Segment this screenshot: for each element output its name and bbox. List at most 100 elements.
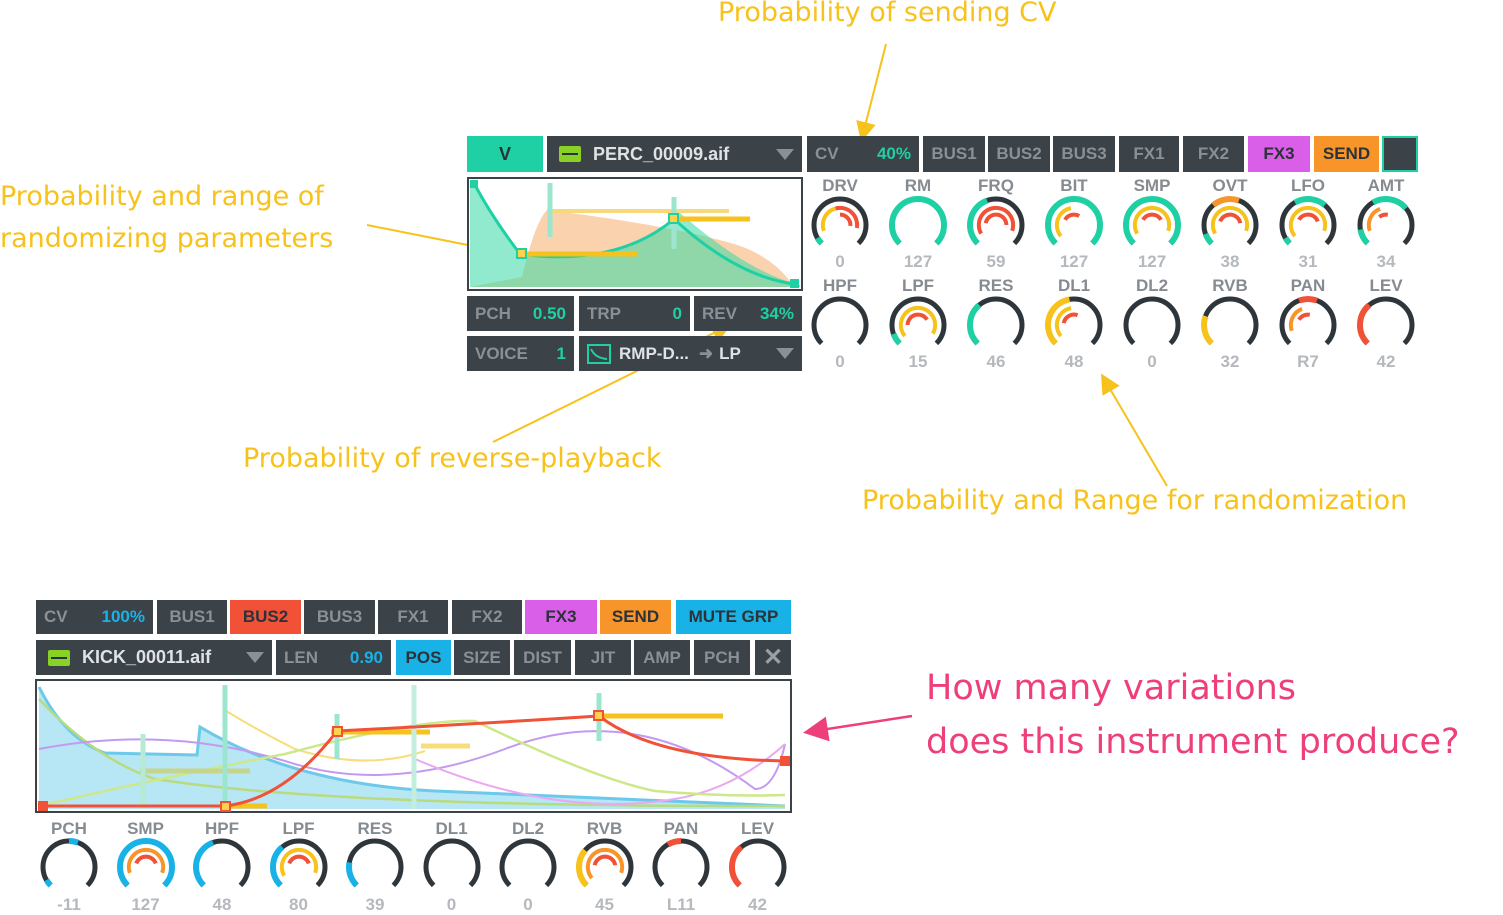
annotation-randomization: Probability and Range for randomization [862, 485, 1408, 516]
knob-hpf[interactable] [809, 294, 871, 356]
arrow-randomization [1100, 373, 1168, 487]
modulation-mode-selector[interactable]: RMP-D... ➜ LP [579, 336, 802, 371]
knob-lfo[interactable] [1277, 194, 1339, 256]
sample-selector[interactable]: PERC_00009.aif [547, 136, 802, 172]
knob-lev[interactable] [727, 836, 789, 898]
knob-ovt[interactable] [1199, 194, 1261, 256]
knob-dl2[interactable] [1121, 294, 1183, 356]
envelope-teal-fill [470, 185, 800, 287]
bus1-button[interactable]: BUS1 [157, 600, 227, 634]
fx3-button[interactable]: FX3 [525, 600, 597, 634]
envelope-red-curve [43, 714, 786, 808]
knob-value-dl2: 0 [1147, 352, 1157, 371]
color-swatch[interactable] [1382, 136, 1418, 172]
knob-value-dl1: 48 [1064, 352, 1084, 371]
cv-probability[interactable]: CV 40% [807, 136, 919, 172]
bus1-button[interactable]: BUS1 [923, 136, 985, 172]
knob-label-lpf: LPF [901, 276, 935, 295]
knob-value-lpf: 80 [289, 895, 308, 914]
arrow-question [803, 714, 913, 742]
envelope-node-3 [668, 213, 679, 224]
param-dist-button[interactable]: DIST [514, 640, 571, 675]
bus3-button[interactable]: BUS3 [304, 600, 375, 634]
knob-label-amt: AMT [1367, 176, 1405, 195]
envelope-node-2 [220, 801, 231, 812]
transpose-control[interactable]: TRP 0 [579, 296, 690, 331]
close-icon[interactable]: ✕ [755, 640, 791, 675]
annotation-cv: Probability of sending CV [718, 0, 1057, 28]
knob-value-pan: L11 [666, 895, 696, 914]
envelope-teal-curve [473, 184, 796, 286]
annotation-question-1: How many variations [926, 668, 1297, 708]
param-pos-button[interactable]: POS [396, 640, 451, 675]
knob-drv[interactable] [809, 194, 871, 256]
knob-smp[interactable] [1121, 194, 1183, 256]
knob-lev[interactable] [1355, 294, 1417, 356]
length-control[interactable]: LEN 0.90 [276, 640, 391, 675]
fx1-button[interactable]: FX1 [1119, 136, 1179, 172]
knob-value-smp: 127 [131, 895, 160, 914]
knob-value-hpf: 0 [835, 352, 845, 371]
knob-label-dl1: DL1 [1057, 276, 1091, 295]
knob-rvb[interactable] [1199, 294, 1261, 356]
knob-label-hpf: HPF [823, 276, 857, 295]
knob-value-dl1: 0 [446, 895, 457, 914]
knob-dl1[interactable] [1043, 294, 1105, 356]
knob-res[interactable] [344, 836, 406, 898]
mode-text: RMP-D... [619, 343, 689, 363]
envelope-display[interactable] [467, 177, 803, 291]
knob-bit[interactable] [1043, 194, 1105, 256]
knob-amt[interactable] [1355, 194, 1417, 256]
knob-hpf[interactable] [191, 836, 253, 898]
bus2-button[interactable]: BUS2 [988, 136, 1050, 172]
knob-res[interactable] [965, 294, 1027, 356]
mute-group-button[interactable]: MUTE GRP [676, 600, 791, 634]
len-value: 0.90 [349, 647, 383, 667]
fx2-button[interactable]: FX2 [452, 600, 522, 634]
envelope-lime-curve [38, 719, 786, 808]
param-pch-button[interactable]: PCH [694, 640, 750, 675]
reverse-probability[interactable]: REV 34% [694, 296, 802, 331]
knob-value-pch: -11 [57, 895, 81, 914]
bus2-button[interactable]: BUS2 [230, 600, 301, 634]
knob-rvb[interactable] [574, 836, 636, 898]
param-amp-button[interactable]: AMP [634, 640, 690, 675]
pitch-control[interactable]: PCH 0.50 [467, 296, 574, 331]
bus3-button[interactable]: BUS3 [1053, 136, 1115, 172]
param-size-button[interactable]: SIZE [454, 640, 510, 675]
annotation-param-range-2: randomizing parameters [0, 223, 334, 254]
cv-value: 40% [876, 144, 911, 163]
voice-button[interactable]: V [467, 136, 543, 172]
envelope-node-4 [790, 279, 799, 288]
knob-frq[interactable] [965, 194, 1027, 256]
knob-rm[interactable] [887, 194, 949, 256]
knob-dl2[interactable] [497, 836, 559, 898]
knob-value-frq: 59 [986, 252, 1006, 271]
waveform-icon [48, 649, 70, 666]
knob-dl1[interactable] [421, 836, 483, 898]
knob-label-res: RES [978, 276, 1014, 295]
knob-lpf[interactable] [268, 836, 330, 898]
cv-probability[interactable]: CV 100% [36, 600, 153, 634]
knob-label-lfo: LFO [1291, 176, 1325, 195]
fx2-button[interactable]: FX2 [1183, 136, 1244, 172]
voice-control[interactable]: VOICE 1 [467, 336, 574, 371]
knob-pan[interactable] [650, 836, 712, 898]
voice-value: 1 [556, 343, 566, 363]
knob-value-lev: 42 [1376, 352, 1396, 371]
envelope-display[interactable] [35, 679, 792, 813]
len-label: LEN [284, 647, 318, 667]
knob-pan[interactable] [1277, 294, 1339, 356]
send-button[interactable]: SEND [1314, 136, 1379, 172]
knob-pch[interactable] [38, 836, 100, 898]
sample-selector[interactable]: KICK_00011.aif [36, 640, 272, 675]
knob-lpf[interactable] [887, 294, 949, 356]
param-jit-button[interactable]: JIT [575, 640, 631, 675]
fx3-button[interactable]: FX3 [1248, 136, 1310, 172]
fx1-button[interactable]: FX1 [378, 600, 448, 634]
sample-name: PERC_00009.aif [593, 143, 730, 164]
send-button[interactable]: SEND [600, 600, 671, 634]
knob-smp[interactable] [115, 836, 177, 898]
knob-value-rvb: 45 [595, 895, 614, 914]
knob-label-pch: PCH [51, 819, 87, 838]
